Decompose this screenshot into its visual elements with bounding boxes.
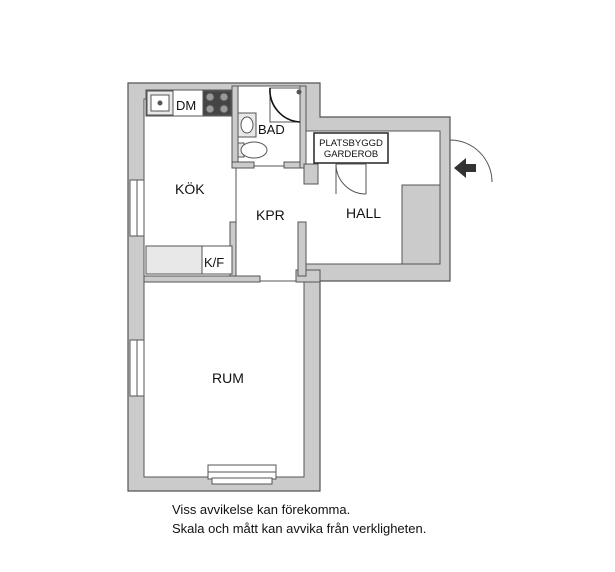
toilet-bowl: [240, 141, 268, 159]
wall-hall-stub: [303, 163, 319, 185]
wall-kitchen-bath: [231, 85, 239, 167]
wardrobe-label-line1: PLATSBYGGD: [319, 138, 383, 149]
interior-walls: [143, 85, 321, 283]
doors: [335, 139, 493, 195]
fridge-freezer-label: K/F: [204, 255, 224, 270]
fridge-box: [201, 245, 233, 275]
wall-corridor-right: [297, 221, 307, 277]
wall-bath-lower: [231, 161, 255, 169]
disclaimer-line2: Skala och mått kan avvika från verklighe…: [172, 521, 427, 536]
windows: [129, 179, 277, 485]
bathroom-label: BAD: [258, 122, 285, 137]
hall-label: HALL: [346, 205, 381, 221]
bathroom-fixtures: [237, 87, 302, 159]
dishwasher-label: DM: [176, 98, 196, 113]
wardrobe: [313, 132, 389, 164]
living-room-label: RUM: [212, 370, 244, 386]
disclaimer-line1: Viss avvikelse kan förekomma.: [172, 502, 351, 517]
kitchen-label: KÖK: [175, 180, 205, 197]
entrance-door-swing: [449, 139, 493, 183]
wall-bath-right: [299, 85, 307, 169]
corridor-label: KPR: [256, 207, 285, 223]
wall-living-top-left: [143, 275, 261, 283]
kitchen-fixtures: [145, 89, 233, 275]
living-room-floor: [143, 280, 305, 478]
hall-wall-block: [401, 184, 441, 265]
wardrobe-label-line2: GARDEROB: [324, 149, 378, 160]
shower: [269, 87, 301, 123]
entrance-arrow-icon: [454, 158, 476, 178]
